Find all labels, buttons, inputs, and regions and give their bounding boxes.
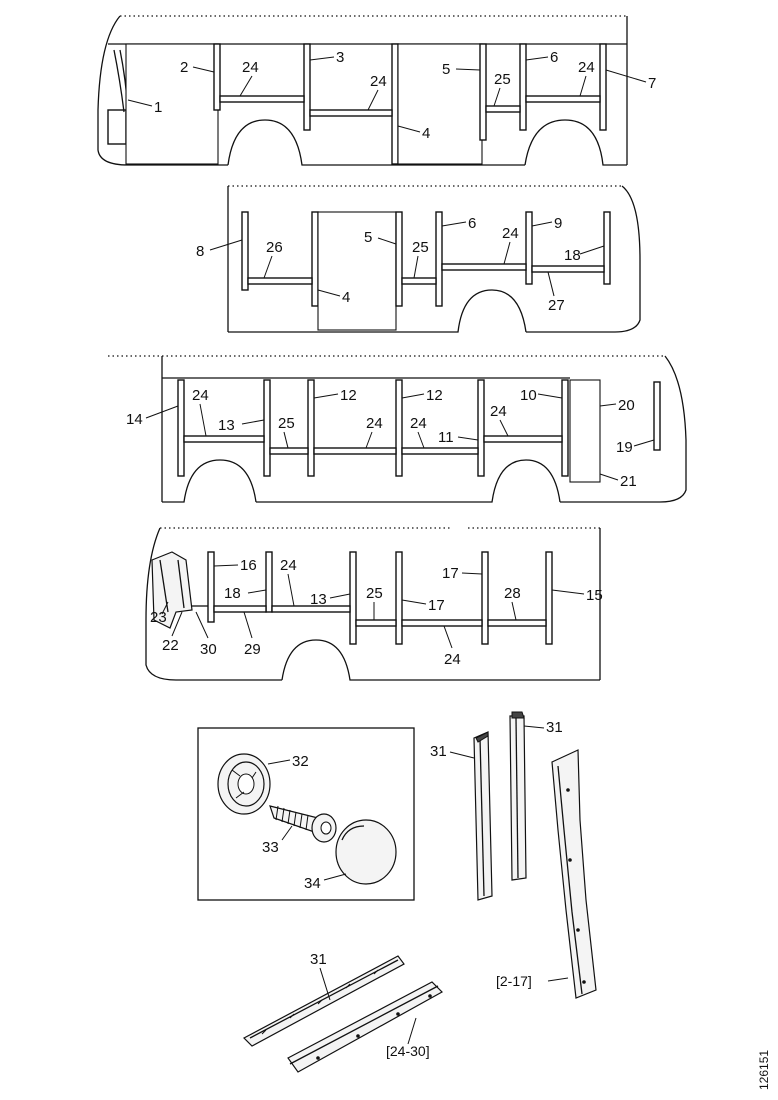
bus-side-panel-2 bbox=[227, 185, 641, 333]
callout-label: 13 bbox=[218, 417, 235, 434]
callout-label: 11 bbox=[438, 429, 454, 446]
trim-strip-1 bbox=[473, 731, 493, 901]
callout-label: 24 bbox=[242, 59, 259, 76]
callout-label: 24 bbox=[490, 403, 507, 420]
callout-label: 6 bbox=[468, 215, 476, 232]
callout-label: 27 bbox=[548, 297, 565, 314]
trim-strip-2 bbox=[509, 711, 527, 881]
callout-label: 25 bbox=[412, 239, 429, 256]
fastener-detail-box: 32 33 34 bbox=[197, 727, 415, 901]
panel3-callouts: 14 24 13 25 12 24 12 24 11 24 10 20 19 2… bbox=[126, 387, 655, 490]
cap-part bbox=[335, 819, 397, 885]
callout-label: 6 bbox=[550, 49, 558, 66]
callout-label: 24 bbox=[578, 59, 595, 76]
mounting-rail bbox=[287, 981, 443, 1073]
callout-label: 17 bbox=[428, 597, 445, 614]
trim-strip-curved bbox=[551, 749, 597, 999]
washer-part bbox=[217, 753, 271, 815]
callout-label: 5 bbox=[364, 229, 372, 246]
callout-label: 25 bbox=[366, 585, 383, 602]
callout-label: 32 bbox=[292, 753, 309, 770]
callout-label: 33 bbox=[262, 839, 279, 856]
callout-label: 31 bbox=[430, 743, 447, 760]
callout-label: 23 bbox=[150, 609, 167, 626]
callout-label: 24 bbox=[280, 557, 297, 574]
callout-label: 8 bbox=[196, 243, 204, 260]
callout-label: 29 bbox=[244, 641, 261, 658]
callout-label: 4 bbox=[342, 289, 350, 306]
callout-label: [24-30] bbox=[386, 1043, 430, 1059]
callout-label: 24 bbox=[370, 73, 387, 90]
callout-label: 24 bbox=[444, 651, 461, 668]
callout-label: 31 bbox=[546, 719, 563, 736]
document-id: 126151 bbox=[757, 1050, 771, 1090]
callout-label: 25 bbox=[278, 415, 295, 432]
callout-label: 24 bbox=[502, 225, 519, 242]
parts-callouts: 31 31 31 [2-17] [24-30] bbox=[310, 719, 569, 1059]
callout-label: 24 bbox=[410, 415, 427, 432]
panel2-callouts: 8 26 5 25 6 24 9 18 4 27 bbox=[196, 215, 605, 314]
bus-side-panel-1 bbox=[97, 15, 628, 166]
callout-label: 21 bbox=[620, 473, 637, 490]
bus-side-panel-3 bbox=[108, 355, 687, 503]
callout-label: 19 bbox=[616, 439, 633, 456]
callout-label: 15 bbox=[586, 587, 603, 604]
callout-label: 7 bbox=[648, 75, 656, 92]
callout-label: 5 bbox=[442, 61, 450, 78]
callout-label: 4 bbox=[422, 125, 430, 142]
callout-label: 14 bbox=[126, 411, 143, 428]
callout-label: 2 bbox=[180, 59, 188, 76]
callout-label: 18 bbox=[564, 247, 581, 264]
callout-label: 9 bbox=[554, 215, 562, 232]
callout-label: 13 bbox=[310, 591, 327, 608]
callout-label: 24 bbox=[366, 415, 383, 432]
callout-label: 22 bbox=[162, 637, 179, 654]
callout-label: 18 bbox=[224, 585, 241, 602]
callout-label: 12 bbox=[426, 387, 443, 404]
panel1-callouts: 2 24 3 24 5 25 6 24 7 1 4 bbox=[127, 49, 656, 142]
screw-part bbox=[269, 805, 337, 843]
callout-label: 34 bbox=[304, 875, 321, 892]
callout-label: 10 bbox=[520, 387, 537, 404]
callout-label: 31 bbox=[310, 951, 327, 968]
callout-label: 20 bbox=[618, 397, 635, 414]
callout-label: 30 bbox=[200, 641, 217, 658]
callout-label: 28 bbox=[504, 585, 521, 602]
bus-side-panel-4 bbox=[145, 527, 601, 681]
panel4-callouts: 16 24 18 13 25 17 17 28 15 23 22 30 29 2… bbox=[150, 557, 603, 668]
callout-label: 1 bbox=[154, 99, 162, 116]
callout-label: 26 bbox=[266, 239, 283, 256]
callout-label: 16 bbox=[240, 557, 257, 574]
callout-label: 3 bbox=[336, 49, 344, 66]
callout-label: 24 bbox=[192, 387, 209, 404]
callout-label: [2-17] bbox=[496, 973, 532, 989]
trim-strip-angled bbox=[243, 955, 405, 1047]
callout-label: 17 bbox=[442, 565, 459, 582]
callout-label: 12 bbox=[340, 387, 357, 404]
callout-label: 25 bbox=[494, 71, 511, 88]
